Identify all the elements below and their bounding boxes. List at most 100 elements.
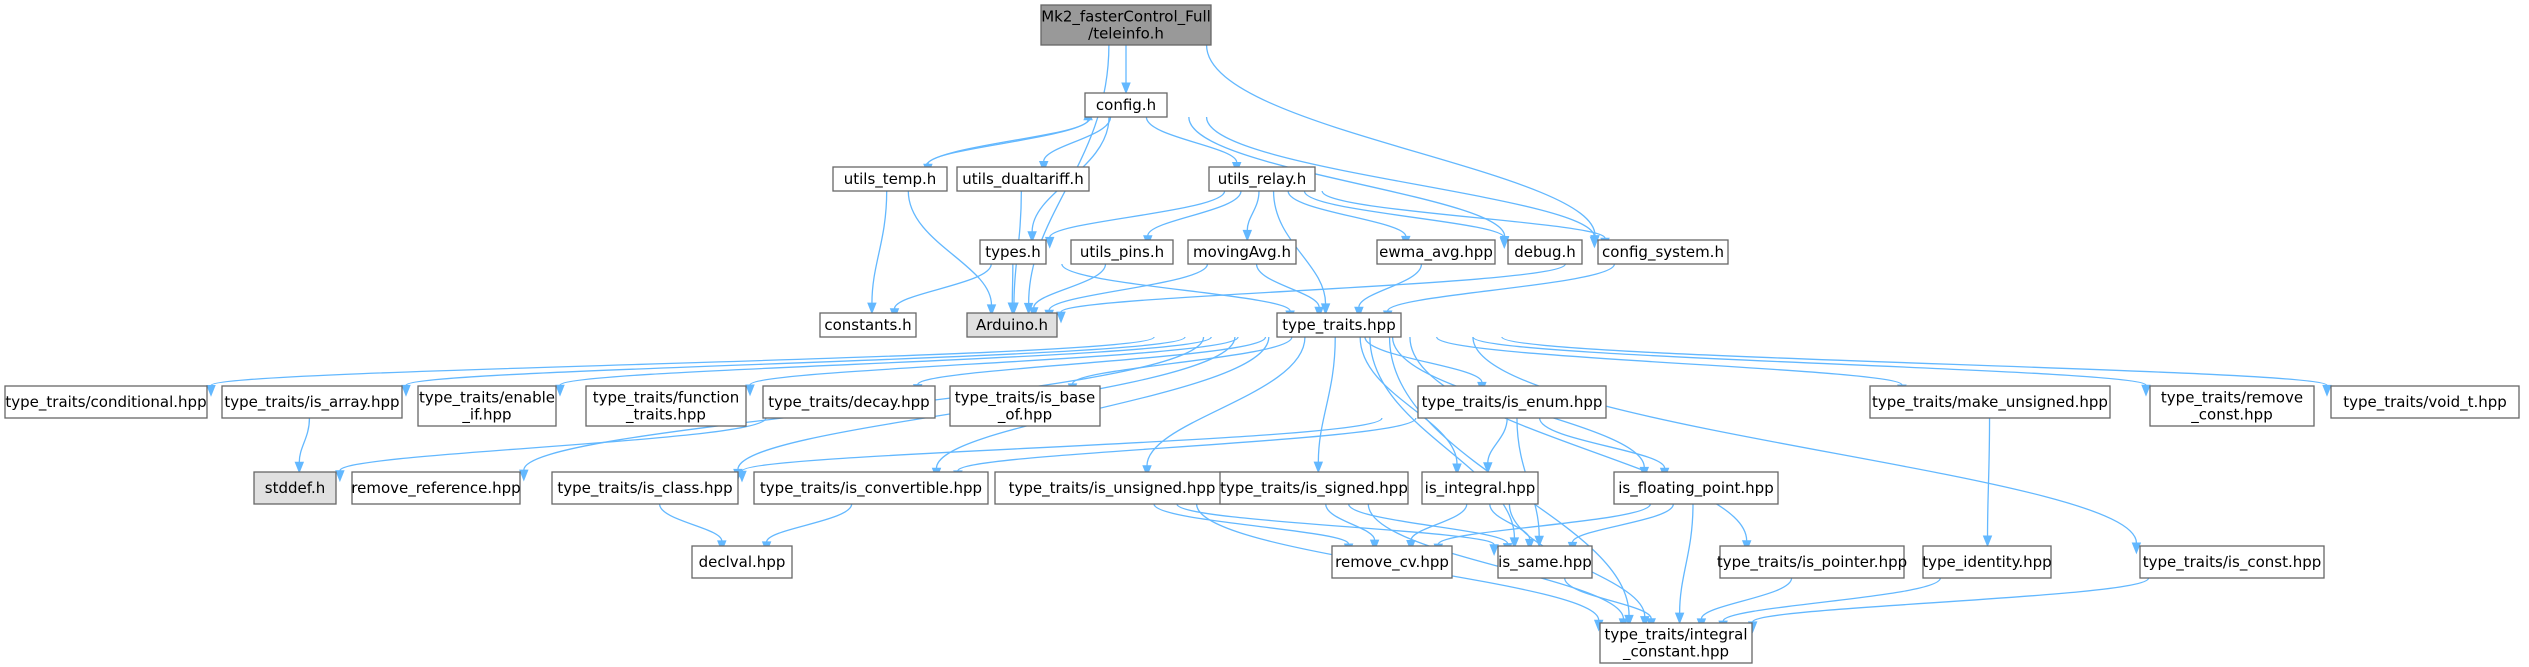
node-is-integral[interactable]: is_integral.hpp (1421, 471, 1539, 505)
node-label: types.h (985, 243, 1041, 261)
edge-arrowhead (519, 469, 529, 482)
node-box (585, 385, 747, 427)
edge-tt-is-convertible-to-declval (761, 503, 853, 554)
node-tt-is-unsigned[interactable]: type_traits/is_unsigned.hpp (994, 471, 1230, 505)
node-arduino-h[interactable]: Arduino.h (966, 312, 1058, 338)
edge-tt-is-class-to-declval (658, 503, 727, 553)
edge-line (1205, 116, 1596, 238)
edge-arrowhead (2322, 384, 2332, 397)
node-integral-constant[interactable]: type_traits/integral_constant.hpp (1599, 622, 1753, 664)
edge-arrowhead (1044, 236, 1055, 249)
node-remove-reference[interactable]: remove_reference.hpp (351, 471, 521, 505)
node-tt-enable-if[interactable]: type_traits/enable_if.hpp (417, 385, 557, 427)
edge-line (1437, 503, 1652, 545)
edge-line (1255, 263, 1320, 308)
node-ewma-avg-hpp[interactable]: ewma_avg.hpp (1376, 239, 1496, 265)
node-box (1599, 622, 1753, 664)
edge-tt-is-pointer-to-integral-constant (1696, 577, 1793, 631)
node-type-traits-hpp[interactable]: type_traits.hpp (1276, 312, 1402, 338)
edge-line (924, 119, 1089, 168)
edge-line (1359, 336, 1458, 465)
edge-arrowhead (2131, 542, 2142, 555)
edge-movingAvg-h-to-arduino-h (1044, 263, 1209, 322)
node-label: _constant.hpp (1622, 643, 1729, 662)
node-box (1597, 239, 1729, 265)
edge-line (1678, 503, 1694, 614)
node-movingAvg-h[interactable]: movingAvg.h (1187, 239, 1297, 265)
node-tt-conditional[interactable]: type_traits/conditional.hpp (4, 385, 208, 419)
node-box (1331, 545, 1453, 579)
edge-arrowhead (1313, 461, 1324, 474)
edge-line (1369, 336, 1516, 538)
edge-utils-relay-h-to-movingAvg-h (1242, 190, 1260, 242)
edge-line (298, 417, 311, 463)
node-label: type_identity.hpp (1922, 553, 2051, 572)
node-tt-is-class[interactable]: type_traits/is_class.hpp (551, 471, 739, 505)
node-box (753, 471, 989, 505)
node-config-h[interactable]: config.h (1084, 92, 1168, 118)
node-box (1613, 471, 1779, 505)
node-tt-remove-const[interactable]: type_traits/remove_const.hpp (2149, 385, 2315, 427)
node-tt-is-array[interactable]: type_traits/is_array.hpp (221, 385, 403, 419)
node-box (1208, 166, 1316, 192)
edge-line (1722, 577, 1941, 622)
node-declval[interactable]: declval.hpp (691, 545, 793, 579)
node-tt-decay[interactable]: type_traits/decay.hpp (762, 385, 936, 419)
node-label: _const.hpp (2190, 406, 2272, 425)
edge-line (1387, 263, 1616, 312)
node-label: type_traits.hpp (1282, 316, 1395, 335)
edge-config-h-to-config-system-h (1205, 116, 1600, 249)
node-box (1187, 239, 1297, 265)
edge-line (658, 503, 723, 542)
edge-line (1472, 336, 2138, 544)
node-types-h[interactable]: types.h (979, 239, 1047, 265)
edge-line (1317, 336, 1336, 463)
edge-tt-is-signed-to-remove-cv (1325, 503, 1380, 552)
node-tt-is-pointer[interactable]: type_traits/is_pointer.hpp (1717, 545, 1907, 579)
edge-is-floating-point-to-integral-constant (1674, 503, 1694, 625)
edge-line (1571, 503, 1674, 543)
edge-utils-relay-h-to-type-traits-hpp (1272, 190, 1331, 316)
node-utils-dualtariff-h[interactable]: utils_dualtariff.h (956, 166, 1090, 192)
node-utils-temp-h[interactable]: utils_temp.h (832, 166, 948, 192)
node-is-same[interactable]: is_same.hpp (1497, 545, 1593, 579)
node-constants-h[interactable]: constants.h (819, 312, 917, 338)
edge-line (1538, 417, 1666, 469)
edge-arrowhead (1142, 465, 1152, 478)
edge-line (917, 336, 1267, 386)
node-tt-make-unsigned[interactable]: type_traits/make_unsigned.hpp (1869, 385, 2111, 419)
node-debug-h[interactable]: debug.h (1507, 239, 1583, 265)
node-tt-is-convertible[interactable]: type_traits/is_convertible.hpp (753, 471, 989, 505)
node-config-system-h[interactable]: config_system.h (1597, 239, 1729, 265)
node-root[interactable]: Mk2_fasterControl_Full/teleinfo.h (1040, 4, 1212, 46)
edge-line (1060, 263, 1566, 313)
node-box (1084, 92, 1168, 118)
node-box (832, 166, 948, 192)
node-tt-is-base-of[interactable]: type_traits/is_base_of.hpp (949, 385, 1101, 427)
node-is-floating-point[interactable]: is_floating_point.hpp (1613, 471, 1779, 505)
node-tt-void-t[interactable]: type_traits/void_t.hpp (2330, 385, 2520, 419)
node-box (949, 385, 1101, 427)
edge-arrowhead (1534, 535, 1544, 548)
node-type-identity[interactable]: type_identity.hpp (1922, 545, 2052, 579)
node-tt-function-traits[interactable]: type_traits/function_traits.hpp (585, 385, 747, 427)
edge-line (1752, 577, 2150, 623)
node-tt-is-const[interactable]: type_traits/is_const.hpp (2139, 545, 2325, 579)
node-label: remove_reference.hpp (351, 479, 520, 498)
node-utils-relay-h[interactable]: utils_relay.h (1208, 166, 1316, 192)
edge-arrowhead (335, 470, 345, 483)
edge-tt-is-array-to-stddef-h (294, 417, 311, 474)
node-tt-is-signed[interactable]: type_traits/is_signed.hpp (1219, 471, 1409, 505)
node-stddef-h[interactable]: stddef.h (253, 471, 337, 505)
edge-line (1011, 263, 1014, 304)
node-label: constants.h (824, 316, 911, 334)
node-tt-is-enum[interactable]: type_traits/is_enum.hpp (1417, 385, 1607, 419)
node-box (1376, 239, 1496, 265)
edge-line (1043, 116, 1112, 162)
node-utils-pins-h[interactable]: utils_pins.h (1070, 239, 1174, 265)
edge-line (749, 336, 1239, 386)
edge-line (1367, 503, 1625, 619)
edge-arrowhead (1982, 535, 1993, 548)
node-remove-cv[interactable]: remove_cv.hpp (1331, 545, 1453, 579)
node-label: is_floating_point.hpp (1618, 479, 1773, 498)
